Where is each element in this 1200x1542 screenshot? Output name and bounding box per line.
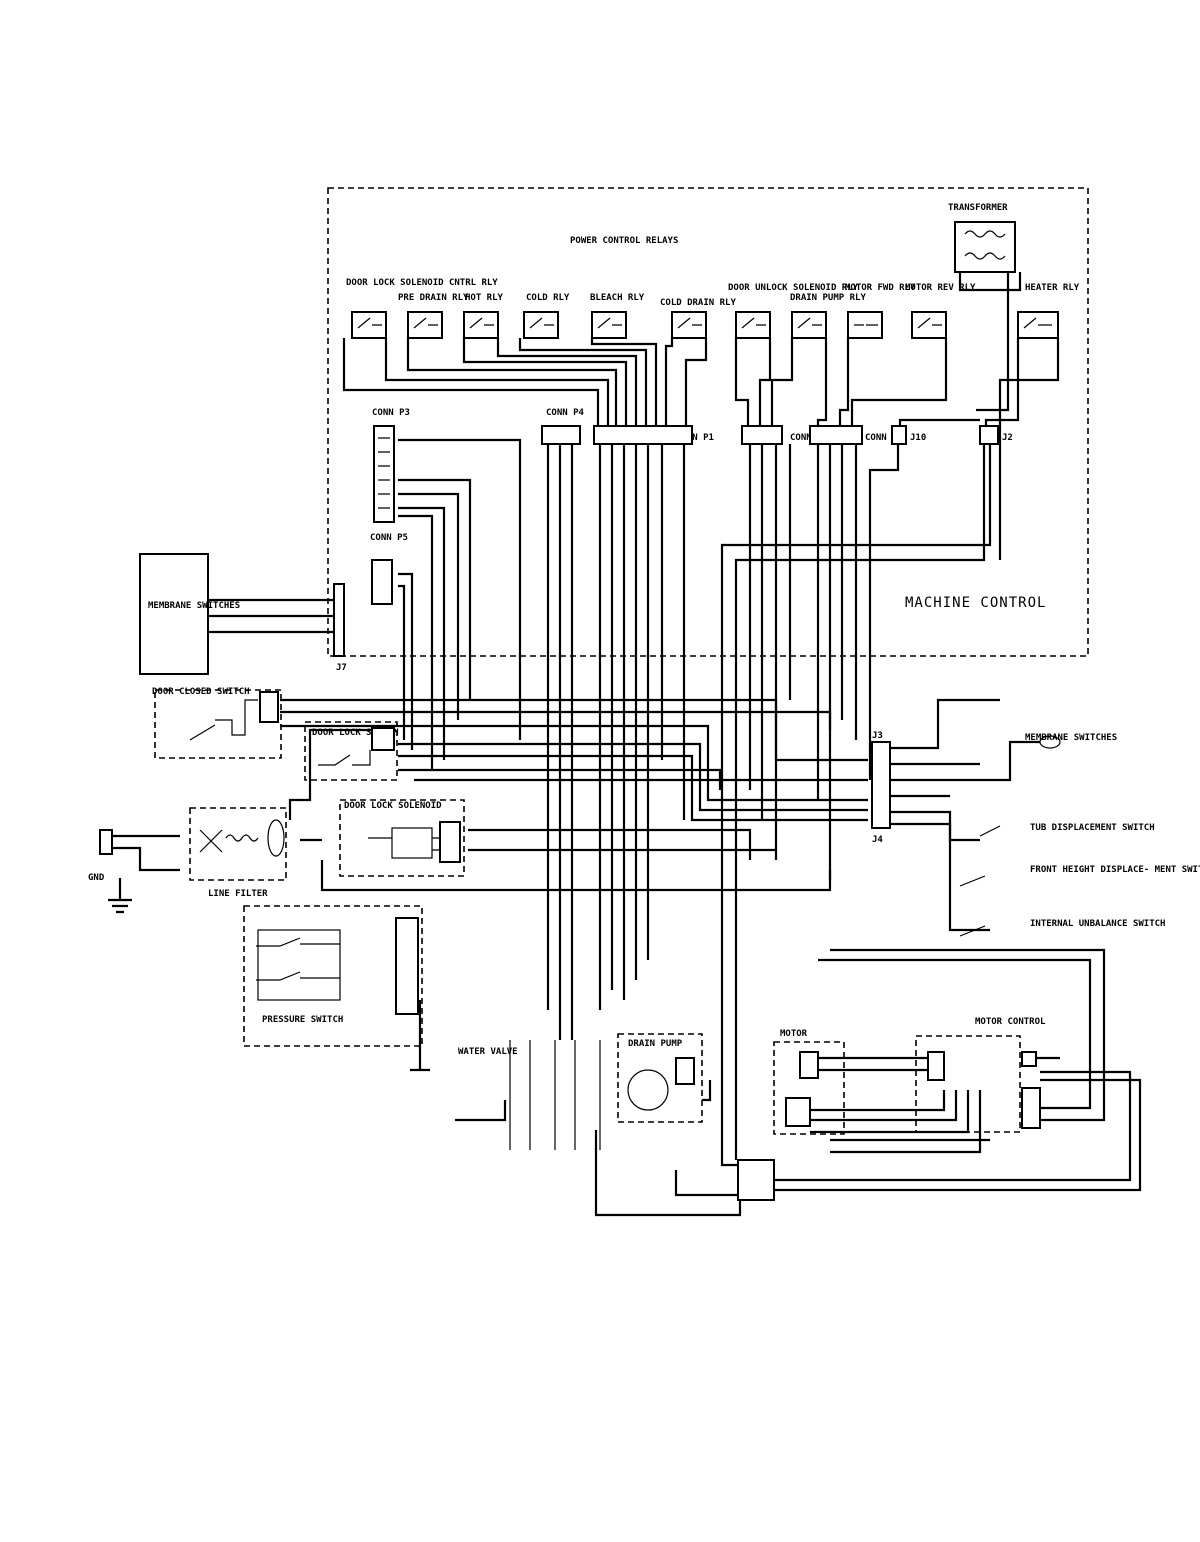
door-lock-switch-label: DOOR LOCK SWITCH (312, 728, 399, 738)
relay-hot: HOT RLY (463, 293, 504, 339)
drain-pump-label: DRAIN PUMP (628, 1039, 683, 1049)
relay-label: PRE DRAIN RLY (398, 293, 469, 303)
conn-p3-label: CONN P3 (372, 408, 410, 418)
relay-label: COLD DRAIN RLY (660, 298, 736, 308)
water-valve: WATER VALVE (455, 1040, 601, 1150)
transformer-label: TRANSFORMER (948, 203, 1008, 213)
machine-control-label: MACHINE CONTROL (905, 595, 1046, 611)
harness-bundle (398, 438, 992, 1160)
relay-label: MOTOR FWD RLY (845, 283, 916, 293)
relay-cold-drain: COLD DRAIN RLY (660, 298, 736, 339)
relay-heater: HEATER RLY (1017, 283, 1080, 339)
conn-p8-label: CONN P8 (790, 433, 828, 443)
membrane-switches: MEMBRANE SWITCHES (139, 553, 334, 675)
membrane-label-right: MEMBRANE SWITCHES (1025, 733, 1117, 743)
machine-control-region: POWER CONTROL RELAYS MACHINE CONTROL (327, 187, 1089, 657)
conn-p1-label: CONN P1 (676, 433, 714, 443)
line-filter: LINE FILTER GND (88, 807, 287, 914)
connectors: CONN P3 CONN P4 CONN P1 CONN P8 CONN P6 … (333, 408, 1013, 673)
j10-label: J10 (910, 433, 926, 443)
relay-bleach: BLEACH RLY (590, 293, 645, 339)
relay-drain-pump: DRAIN PUMP RLY (790, 293, 866, 339)
bottom-junction (594, 1070, 775, 1217)
relay-label: COLD RLY (526, 293, 570, 303)
drain-pump: DRAIN PUMP (617, 1033, 703, 1123)
relay-motor-fwd: MOTOR FWD RLY (845, 283, 916, 339)
tub-displacement-switch-label: TUB DISPLACEMENT SWITCH (1030, 823, 1155, 833)
motor: MOTOR (773, 1029, 845, 1135)
relay-label: DOOR UNLOCK SOLENOID RLY (728, 283, 859, 293)
relay-door-lock: DOOR LOCK SOLENOID CNTRL RLY (346, 278, 498, 339)
relay-motor-rev: MOTOR REV RLY (905, 283, 976, 339)
relay-cold: COLD RLY (523, 293, 570, 339)
door-lock-switch: DOOR LOCK SWITCH (304, 721, 399, 781)
relay-label: HOT RLY (465, 293, 504, 303)
conn-p6-label: CONN P6 (865, 433, 903, 443)
j3-j4-block: J3 J4 (871, 698, 1040, 932)
relay-label: BLEACH RLY (590, 293, 645, 303)
relay-row: DOOR LOCK SOLENOID CNTRL RLY PRE DRAIN R… (346, 278, 1080, 339)
j3-label: J3 (872, 731, 883, 741)
j7-label: J7 (336, 663, 347, 673)
j4-label: J4 (872, 835, 883, 845)
relay-wiring (342, 338, 1060, 560)
right-switches: MEMBRANE SWITCHES TUB DISPLACEMENT SWITC… (959, 733, 1200, 937)
line-filter-label: LINE FILTER (208, 889, 268, 899)
pressure-switch-label: PRESSURE SWITCH (262, 1015, 343, 1025)
conn-p5-label: CONN P5 (370, 533, 408, 543)
relay-door-unlock: DOOR UNLOCK SOLENOID RLY (728, 283, 859, 339)
door-closed-switch: DOOR CLOSED SWITCH (152, 687, 282, 759)
horizontal-harness (280, 698, 868, 892)
power-control-relays-label: POWER CONTROL RELAYS (570, 236, 678, 246)
motor-label: MOTOR (780, 1029, 808, 1039)
relay-label: HEATER RLY (1025, 283, 1080, 293)
motor-control-label: MOTOR CONTROL (975, 1017, 1046, 1027)
j2-label: J2 (1002, 433, 1013, 443)
water-valve-label: WATER VALVE (458, 1047, 518, 1057)
door-lock-solenoid-label: DOOR LOCK SOLENOID (344, 801, 442, 811)
front-height-displacement-switch-label: FRONT HEIGHT DISPLACE- MENT SWITCH (1030, 865, 1200, 875)
conn-p4-label: CONN P4 (546, 408, 585, 418)
relay-label: DRAIN PUMP RLY (790, 293, 866, 303)
relay-label: MOTOR REV RLY (905, 283, 976, 293)
relay-pre-drain: PRE DRAIN RLY (398, 293, 469, 339)
motor-control: MOTOR CONTROL (760, 948, 1142, 1192)
door-closed-switch-label: DOOR CLOSED SWITCH (152, 687, 250, 697)
door-lock-solenoid: DOOR LOCK SOLENOID (339, 799, 465, 877)
relay-label: DOOR LOCK SOLENOID CNTRL RLY (346, 278, 498, 288)
membrane-switches-label: MEMBRANE SWITCHES (148, 601, 240, 611)
transformer: TRANSFORMER (948, 203, 1022, 412)
pressure-switch: PRESSURE SWITCH (243, 905, 430, 1072)
ground-label: GND (88, 873, 105, 883)
internal-unbalance-switch-label: INTERNAL UNBALANCE SWITCH (1030, 919, 1165, 929)
